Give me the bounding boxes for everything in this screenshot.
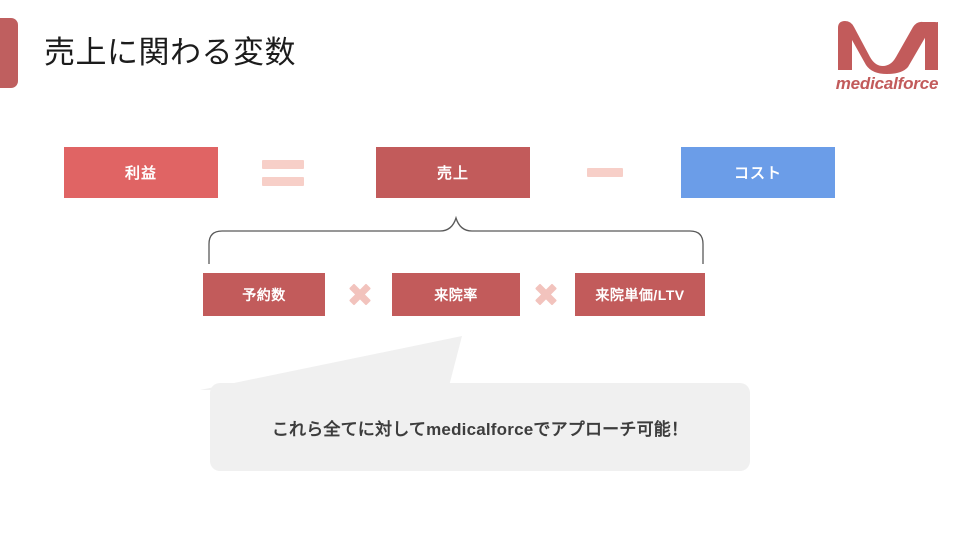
brand-logo-wordmark: medicalforce	[835, 74, 939, 93]
equals-sign-icon	[262, 160, 304, 186]
formula-box-revenue: 売上	[376, 147, 530, 198]
page-title: 売上に関わる変数	[44, 35, 296, 70]
factor-box-bookings: 予約数	[203, 273, 325, 316]
multiply-sign-icon	[533, 281, 559, 307]
factor-box-visit-unit-price-ltv: 来院単価/LTV	[575, 273, 705, 316]
medicalforce-m-logo-icon	[838, 21, 938, 74]
formula-box-cost: コスト	[681, 147, 835, 198]
minus-sign-icon	[587, 168, 623, 177]
callout-bubble	[210, 383, 750, 471]
title-accent-bar	[0, 18, 18, 88]
brand-logo: medicalforce	[826, 18, 948, 96]
callout-tail	[200, 336, 462, 390]
multiply-sign-icon	[347, 281, 373, 307]
factor-box-visit-rate: 来院率	[392, 273, 520, 316]
curly-brace-icon	[208, 215, 704, 264]
callout-text: これら全てに対してmedicalforceでアプローチ可能！	[271, 419, 689, 439]
formula-box-profit: 利益	[64, 147, 218, 198]
